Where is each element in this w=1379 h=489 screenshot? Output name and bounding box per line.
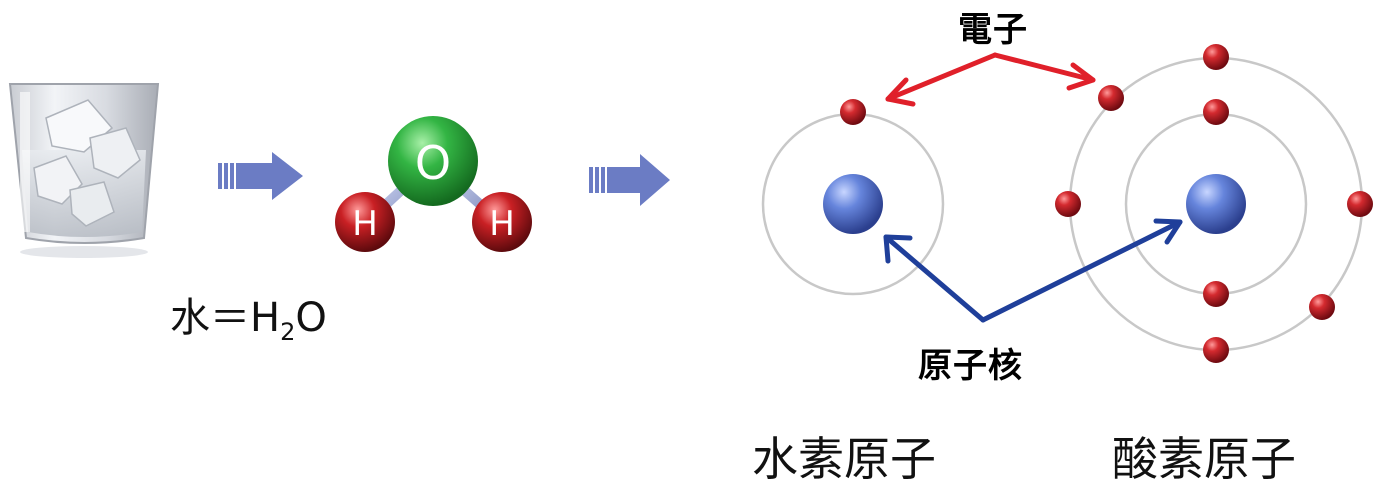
- hydrogen-symbol-right: H: [489, 204, 515, 244]
- right-block-arrow-2: [589, 154, 670, 206]
- oxygen-outer-electron-right: [1347, 191, 1373, 217]
- right-block-arrow-1: [218, 152, 303, 200]
- formula-prefix: 水＝H: [170, 295, 281, 341]
- oxygen-atom-model: [1055, 44, 1373, 363]
- oxygen-atom-caption: 酸素原子: [1112, 432, 1296, 486]
- oxygen-inner-electron-bottom: [1203, 281, 1229, 307]
- water-formula: 水＝H2O: [170, 285, 327, 346]
- hydrogen-atom-ball-left: [335, 192, 395, 252]
- electron-pointer-arrows: [885, 52, 1096, 107]
- oxygen-atom-ball: [388, 116, 478, 206]
- hydrogen-symbol-left: H: [352, 204, 378, 244]
- nucleus-pointer-arrows: [883, 218, 1183, 323]
- water-atom-diagram: O H H: [8, 44, 1373, 363]
- electron-label: 電子: [958, 10, 1028, 50]
- hydrogen-nucleus: [823, 174, 883, 234]
- formula-subscript: 2: [280, 318, 296, 346]
- hydrogen-electron: [840, 99, 866, 125]
- oxygen-outer-electron-top: [1203, 44, 1229, 70]
- oxygen-symbol: O: [415, 136, 451, 190]
- oxygen-nucleus: [1186, 174, 1246, 234]
- formula-suffix: O: [295, 295, 327, 341]
- nucleus-label: 原子核: [918, 346, 1023, 386]
- water-molecule: O H H: [335, 116, 532, 252]
- oxygen-outer-electron-bottom: [1203, 337, 1229, 363]
- hydrogen-atom-model: [761, 99, 945, 296]
- oxygen-outer-electron-lower-right: [1309, 294, 1335, 320]
- glass-of-water-illustration: [8, 83, 160, 258]
- oxygen-outer-electron-upper-left: [1098, 85, 1124, 111]
- oxygen-outer-electron-left: [1055, 191, 1081, 217]
- oxygen-inner-electron-top: [1203, 99, 1229, 125]
- hydrogen-atom-ball-right: [472, 192, 532, 252]
- hydrogen-atom-caption: 水素原子: [752, 432, 936, 486]
